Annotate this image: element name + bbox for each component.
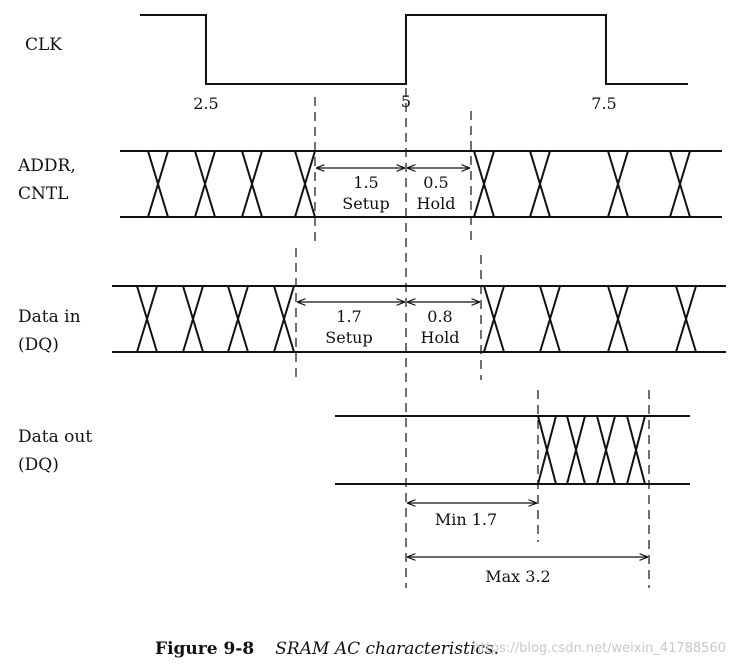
watermark-text: https://blog.csdn.net/weixin_41788560 bbox=[472, 641, 726, 656]
clk-waveform bbox=[140, 14, 688, 85]
addr-setup-value: 1.5 bbox=[353, 173, 378, 192]
figure-caption: Figure 9-8 SRAM AC characteristics. bbox=[155, 639, 499, 659]
din-setup-value: 1.7 bbox=[336, 307, 361, 326]
data-out-bus bbox=[335, 415, 690, 485]
data-out-label-line1: Data out bbox=[18, 427, 92, 447]
addr-label-line1: ADDR, bbox=[17, 156, 76, 176]
clk-tick-5: 5 bbox=[401, 92, 411, 111]
figure-title: SRAM AC characteristics. bbox=[275, 639, 499, 659]
dout-min-label: Min 1.7 bbox=[435, 510, 497, 529]
figure-number: Figure 9-8 bbox=[155, 639, 254, 659]
addr-hold-label: Hold bbox=[417, 194, 456, 213]
addr-bus bbox=[120, 150, 722, 218]
din-setup-label: Setup bbox=[325, 328, 372, 347]
dout-max-label: Max 3.2 bbox=[485, 567, 550, 586]
reference-lines bbox=[295, 88, 650, 588]
data-in-label-line2: (DQ) bbox=[18, 335, 59, 355]
din-hold-value: 0.8 bbox=[427, 307, 452, 326]
addr-label-line2: CNTL bbox=[18, 184, 69, 204]
data-in-bus bbox=[112, 285, 726, 353]
clk-label: CLK bbox=[25, 35, 62, 55]
data-in-label-line1: Data in bbox=[18, 307, 81, 327]
addr-setup-label: Setup bbox=[342, 194, 389, 213]
addr-hold-value: 0.5 bbox=[423, 173, 448, 192]
clk-tick-7-5: 7.5 bbox=[591, 94, 616, 113]
din-hold-label: Hold bbox=[421, 328, 460, 347]
data-out-label-line2: (DQ) bbox=[18, 455, 59, 475]
clk-tick-2-5: 2.5 bbox=[193, 94, 218, 113]
